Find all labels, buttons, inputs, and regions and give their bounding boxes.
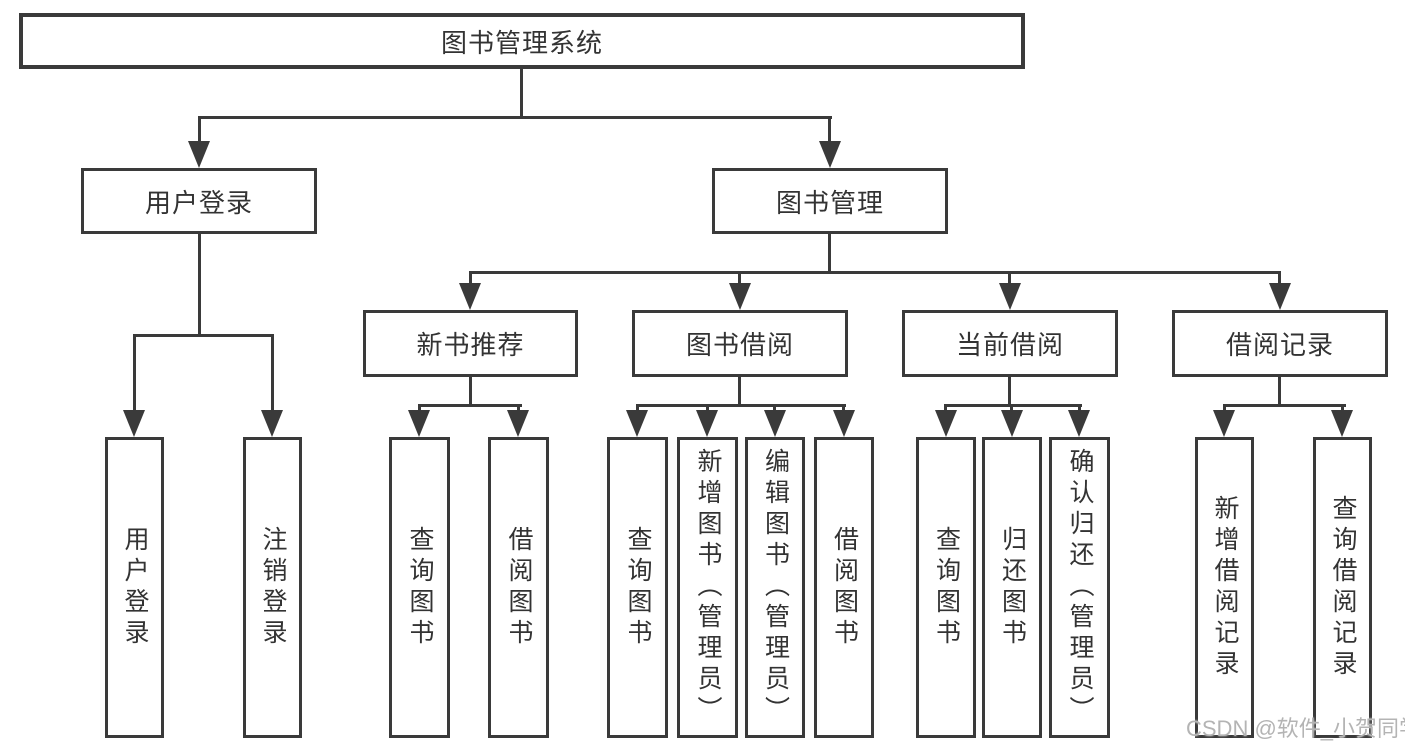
connector-current-hline [944, 404, 1082, 407]
node-book-management: 图书管理 [712, 168, 948, 234]
node-library-system-label: 图书管理系统 [440, 27, 603, 58]
connector-user-login-hline [133, 334, 274, 337]
connector-drop-book-management [828, 116, 831, 144]
connector-drop-borrow-books-recommend [517, 404, 520, 414]
connector-records-hline [1223, 404, 1346, 407]
arrowhead-query-books-borrowing [626, 410, 648, 437]
leaf-confirm-return-admin: 确认归还（管理员） [1049, 437, 1110, 738]
connector-drop-borrow-records [1278, 271, 1281, 286]
arrowhead-borrow-books-recommend [507, 410, 529, 437]
leaf-borrow-books-recommend-label: 借阅图书 [505, 525, 533, 650]
leaf-query-borrow-record-label: 查询借阅记录 [1329, 494, 1357, 681]
leaf-add-book-admin-label: 新增图书（管理员） [694, 448, 722, 727]
arrowhead-add-borrow-record [1213, 410, 1235, 437]
connector-drop-query-borrow-record [1341, 404, 1344, 414]
leaf-logout: 注销登录 [243, 437, 302, 738]
leaf-borrow-books-recommend: 借阅图书 [488, 437, 549, 738]
connector-drop-confirm-return [1078, 404, 1081, 414]
connector-drop-return-book [1010, 404, 1013, 414]
node-borrow-records-label: 借阅记录 [1225, 330, 1334, 360]
arrowhead-return-book [1001, 410, 1023, 437]
connector-drop-leaf-user-login [133, 334, 136, 412]
leaf-add-borrow-record-label: 新增借阅记录 [1211, 494, 1239, 681]
connector-drop-edit-book-admin [773, 404, 776, 414]
leaf-query-books-current: 查询图书 [916, 437, 976, 738]
leaf-return-book: 归还图书 [982, 437, 1042, 738]
arrowhead-query-borrow-record [1331, 410, 1353, 437]
connector-records-stem [1278, 377, 1281, 406]
connector-borrowing-stem [738, 377, 741, 406]
connector-drop-query-books-borrowing [636, 404, 639, 414]
arrowhead-query-books-recommend [408, 410, 430, 437]
arrowhead-borrow-records [1269, 283, 1291, 310]
node-user-login: 用户登录 [81, 168, 317, 234]
node-book-borrowing: 图书借阅 [632, 310, 848, 377]
connector-drop-add-borrow-record [1223, 404, 1226, 414]
leaf-query-books-borrowing-label: 查询图书 [624, 525, 652, 650]
connector-drop-query-books-recommend [418, 404, 421, 414]
leaf-query-books-borrowing: 查询图书 [607, 437, 668, 738]
arrowhead-current-borrowing [999, 283, 1021, 310]
arrowhead-book-borrowing [729, 283, 751, 310]
arrowhead-borrow-books-borrowing [833, 410, 855, 437]
leaf-confirm-return-admin-label: 确认归还（管理员） [1066, 448, 1094, 727]
leaf-query-books-recommend: 查询图书 [389, 437, 450, 738]
connector-drop-new-book-recommend [469, 271, 472, 286]
connector-book-mgmt-hline [469, 271, 1281, 274]
connector-drop-user-login [198, 116, 201, 144]
arrowhead-user-login [188, 141, 210, 168]
node-book-management-label: 图书管理 [775, 187, 884, 218]
leaf-logout-label: 注销登录 [259, 525, 287, 650]
leaf-borrow-books-borrowing-label: 借阅图书 [830, 525, 859, 650]
arrowhead-new-book-recommend [459, 283, 481, 310]
connector-recommend-stem [469, 377, 472, 406]
arrowhead-edit-book-admin [764, 410, 786, 437]
connector-drop-query-books-current [944, 404, 947, 414]
arrowhead-book-management [819, 141, 841, 168]
arrowhead-leaf-user-login [123, 410, 145, 437]
leaf-query-books-current-label: 查询图书 [932, 525, 961, 650]
connector-drop-book-borrowing [738, 271, 741, 286]
leaf-add-borrow-record: 新增借阅记录 [1195, 437, 1254, 738]
arrowhead-add-book-admin [696, 410, 718, 437]
connector-drop-borrow-books-borrowing [842, 404, 845, 414]
node-current-borrowing: 当前借阅 [902, 310, 1118, 377]
connector-drop-current-borrowing [1008, 271, 1011, 286]
connector-root-hline [198, 116, 832, 119]
connector-drop-leaf-logout [271, 334, 274, 412]
connector-drop-add-book-admin [706, 404, 709, 414]
node-new-book-recommend: 新书推荐 [363, 310, 578, 377]
leaf-borrow-books-borrowing: 借阅图书 [814, 437, 874, 738]
node-book-borrowing-label: 图书借阅 [685, 330, 794, 360]
node-library-system: 图书管理系统 [19, 13, 1025, 69]
connector-user-login-stem [198, 234, 201, 337]
arrowhead-query-books-current [935, 410, 957, 437]
leaf-edit-book-admin: 编辑图书（管理员） [745, 437, 805, 738]
leaf-user-login: 用户登录 [105, 437, 164, 738]
node-borrow-records: 借阅记录 [1172, 310, 1388, 377]
leaf-query-books-recommend-label: 查询图书 [406, 525, 434, 650]
connector-recommend-hline [418, 404, 522, 407]
leaf-edit-book-admin-label: 编辑图书（管理员） [761, 448, 790, 727]
node-new-book-recommend-label: 新书推荐 [416, 330, 525, 360]
leaf-add-book-admin: 新增图书（管理员） [677, 437, 738, 738]
leaf-user-login-label: 用户登录 [121, 525, 149, 650]
leaf-return-book-label: 归还图书 [998, 525, 1027, 650]
connector-borrowing-hline [636, 404, 846, 407]
csdn-watermark: CSDN @软件_小贺同学 [1186, 716, 1405, 741]
connector-current-stem [1008, 377, 1011, 406]
arrowhead-confirm-return [1068, 410, 1090, 437]
leaf-query-borrow-record: 查询借阅记录 [1313, 437, 1372, 738]
connector-root-stem [520, 67, 523, 119]
arrowhead-leaf-logout [261, 410, 283, 437]
connector-book-mgmt-stem [828, 234, 831, 274]
node-current-borrowing-label: 当前借阅 [955, 330, 1064, 360]
node-user-login-label: 用户登录 [144, 187, 253, 218]
